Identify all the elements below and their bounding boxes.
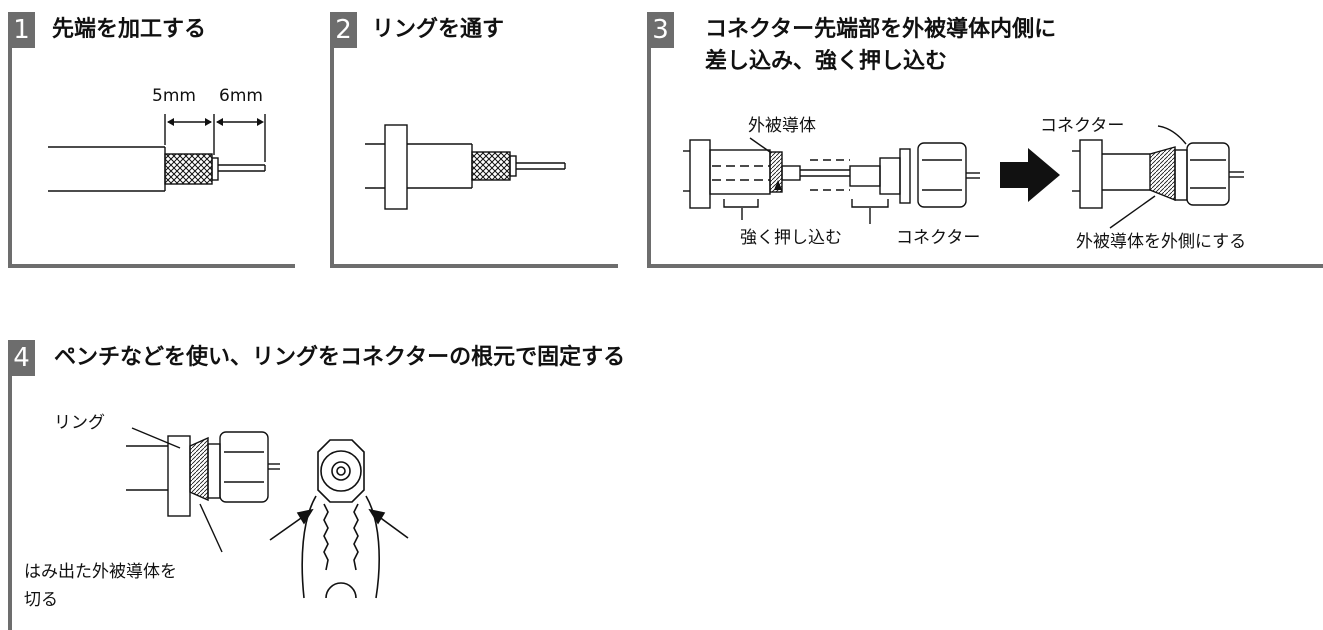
nut-bore-pin: [336, 466, 346, 476]
result-nut: [1186, 142, 1230, 206]
leader-cut: [199, 503, 223, 553]
assembled-connector-drawing: [1072, 125, 1244, 229]
press-arrow-right-shaft: [377, 515, 409, 539]
label-ring: リング: [54, 413, 105, 433]
leader-connector-top: [1157, 125, 1187, 145]
braid-mesh-2: [471, 151, 511, 181]
connector-body: [879, 157, 901, 195]
ring-fixed-drawing: [126, 427, 280, 553]
plier-jaw-right-outer: [365, 495, 380, 599]
step-4-title: ペンチなどを使い、リングをコネクターの根元で固定する: [54, 345, 626, 370]
ring: [384, 124, 408, 210]
step-1-frame-bottom: [8, 264, 295, 268]
result-ring: [1079, 139, 1103, 209]
bracket-connector: [851, 199, 889, 208]
step-1-frame-left: [8, 18, 12, 268]
label-outer-conductor: 外被導体: [748, 116, 816, 136]
plier-jaw-left-outer: [301, 495, 317, 599]
label-push-in: 強く押し込む: [740, 228, 842, 248]
step-3-frame-bottom: [647, 264, 1323, 268]
s4-nut: [219, 431, 269, 503]
ring-3: [689, 139, 711, 209]
leader-outer-conductor: [749, 137, 771, 153]
stripped-cable-drawing: [48, 114, 266, 192]
cable-body-3: [709, 149, 771, 195]
next-step-arrow-icon: [1000, 148, 1060, 202]
step-3-number: 3: [647, 12, 674, 48]
step-2-title: リングを通す: [372, 17, 505, 42]
nut-bore-inner: [331, 461, 351, 481]
step-1-title: 先端を加工する: [52, 17, 207, 42]
leader-ring: [131, 427, 181, 449]
dim-label-5mm: 5mm: [152, 86, 196, 106]
plier-teeth-left: [323, 503, 329, 571]
result-frayed-braid: [1149, 146, 1176, 202]
label-connector-bottom: コネクター: [896, 228, 981, 248]
dielectric-2: [509, 155, 517, 177]
nut-bore-outer: [320, 450, 362, 492]
step-3-title-line2: 差し込み、強く押し込む: [705, 49, 948, 74]
plier-teeth-right: [353, 503, 359, 571]
braid-mesh: [164, 153, 213, 185]
connector-sleeve: [849, 165, 881, 187]
leader-outer-outside: [1109, 195, 1156, 229]
step-2-frame-left: [330, 18, 334, 268]
push-arrow: [774, 180, 782, 190]
label-outer-outside: 外被導体を外側にする: [1076, 232, 1247, 252]
label-cut-line1: はみ出た外被導体を: [24, 562, 177, 582]
dielectric-3: [781, 165, 801, 181]
pliers-drawing: [269, 439, 409, 599]
result-flange: [1174, 149, 1188, 201]
step-4-frame-left: [8, 340, 12, 630]
connector-flange: [899, 148, 911, 204]
connector-insertion-drawing: [683, 137, 980, 224]
plier-pivot: [325, 582, 357, 599]
step-3-frame-left: [647, 18, 651, 268]
step-2-frame-bottom: [330, 264, 618, 268]
press-arrow-right-icon: [368, 508, 386, 525]
s4-frayed-braid: [189, 436, 209, 502]
label-connector-top: コネクター: [1040, 116, 1125, 136]
label-cut-line2: 切る: [24, 590, 58, 610]
step-3-title-line1: コネクター先端部を外被導体内側に: [705, 17, 1057, 42]
step-2-number: 2: [330, 12, 357, 48]
step-4-number: 4: [8, 340, 35, 376]
ring-on-cable-drawing: [365, 124, 566, 210]
step-1-number: 1: [8, 12, 35, 48]
s4-flange: [207, 443, 221, 499]
hex-nut-front: [317, 439, 365, 503]
bracket-push: [723, 199, 759, 208]
dim-label-6mm: 6mm: [219, 86, 263, 106]
connector-nut: [917, 142, 967, 208]
press-arrow-left-icon: [296, 508, 314, 525]
press-arrow-left-shaft: [269, 515, 305, 541]
dielectric: [211, 157, 219, 181]
